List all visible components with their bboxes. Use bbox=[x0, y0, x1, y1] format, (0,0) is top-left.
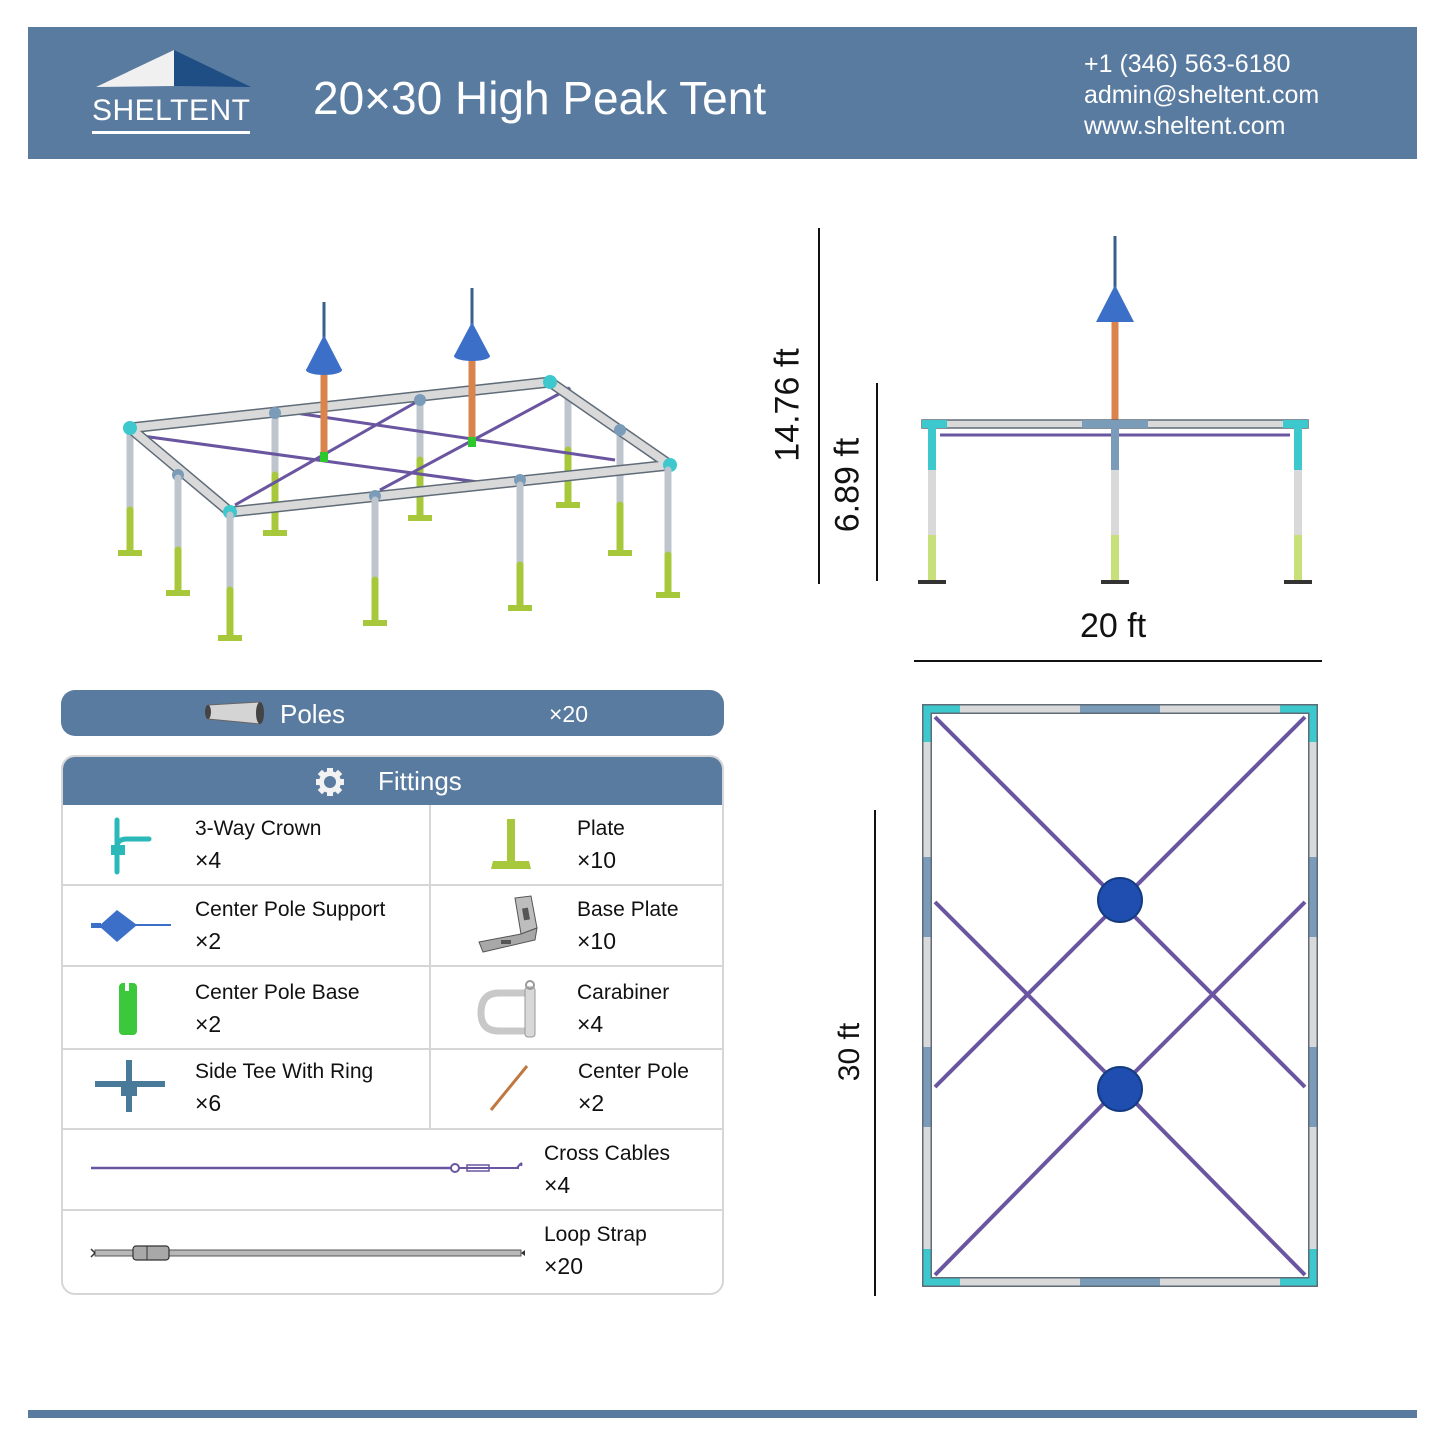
fitting-quantity: ×10 bbox=[577, 847, 617, 873]
center-pole-base-icon bbox=[119, 983, 137, 1035]
total-height-dimension-line bbox=[818, 228, 820, 584]
fitting-quantity: ×2 bbox=[195, 1011, 222, 1037]
tent-logo-icon bbox=[96, 50, 251, 87]
fittings-table: Fittings 3-Way Crown ×4 Plate ×10 Center… bbox=[61, 755, 724, 1295]
website-link[interactable]: www.sheltent.com bbox=[1084, 112, 1286, 140]
fitting-quantity: ×10 bbox=[577, 928, 617, 954]
fittings-label: Fittings bbox=[378, 766, 462, 796]
fitting-quantity: ×20 bbox=[544, 1253, 584, 1279]
center-pole-icon bbox=[489, 1065, 529, 1111]
logo-text: SHELTENT bbox=[92, 94, 251, 127]
length-label: 30 ft bbox=[833, 1022, 866, 1082]
fitting-name: Plate bbox=[577, 817, 625, 840]
width-label: 20 ft bbox=[1080, 607, 1147, 645]
gear-icon bbox=[316, 768, 344, 796]
fitting-quantity: ×2 bbox=[195, 928, 222, 954]
fitting-quantity: ×4 bbox=[544, 1172, 571, 1198]
three-way-crown-icon bbox=[111, 817, 152, 875]
total-height-label: 14.76 ft bbox=[768, 348, 807, 462]
fitting-name: Center Pole bbox=[578, 1060, 689, 1083]
side-height-dimension-line bbox=[876, 383, 878, 581]
fitting-quantity: ×4 bbox=[577, 1011, 604, 1037]
contact-info: +1 (346) 563-6180 admin@sheltent.com www… bbox=[1084, 49, 1319, 142]
fitting-item-center-pole: Center Pole ×2 bbox=[431, 1050, 722, 1130]
poles-summary-bar: Poles ×20 bbox=[61, 690, 724, 736]
side-height-label: 6.89 ft bbox=[828, 437, 867, 533]
side-elevation-diagram bbox=[918, 236, 1312, 584]
fitting-item-center-pole-support: Center Pole Support ×2 bbox=[63, 886, 431, 967]
base-plate-icon bbox=[478, 895, 538, 953]
page-title: 20×30 High Peak Tent bbox=[313, 72, 767, 124]
sheltent-logo: SHELTENT bbox=[92, 49, 252, 139]
plate-icon bbox=[491, 819, 531, 869]
pole-icon bbox=[205, 701, 264, 725]
fitting-item-base-plate: Base Plate ×10 bbox=[431, 886, 722, 967]
fitting-name: Base Plate bbox=[577, 898, 679, 921]
fitting-item-carabiner: Carabiner ×4 bbox=[431, 967, 722, 1050]
center-pole-support-icon bbox=[91, 910, 171, 942]
fitting-item-loop-strap: Loop Strap ×20 bbox=[63, 1211, 722, 1293]
fittings-header: Fittings bbox=[63, 757, 722, 805]
footer-bar bbox=[28, 1410, 1417, 1418]
top-plan-diagram bbox=[922, 704, 1318, 1287]
fitting-name: Loop Strap bbox=[544, 1223, 647, 1246]
width-dimension-line bbox=[914, 660, 1322, 662]
fitting-item-3-way-crown: 3-Way Crown ×4 bbox=[63, 805, 431, 886]
fitting-item-side-tee-with-ring: Side Tee With Ring ×6 bbox=[63, 1050, 431, 1130]
email-link[interactable]: admin@sheltent.com bbox=[1084, 81, 1320, 109]
fitting-name: Side Tee With Ring bbox=[195, 1060, 374, 1083]
poles-quantity: ×20 bbox=[549, 701, 589, 727]
fitting-item-cross-cables: Cross Cables ×4 bbox=[63, 1130, 722, 1211]
fitting-name: Center Pole Support bbox=[195, 898, 386, 921]
fitting-name: 3-Way Crown bbox=[195, 817, 322, 840]
isometric-tent-frame-diagram bbox=[118, 288, 680, 641]
phone-number[interactable]: +1 (346) 563-6180 bbox=[1084, 50, 1291, 78]
header-banner: SHELTENT 20×30 High Peak Tent +1 (346) 5… bbox=[28, 27, 1417, 159]
logo-underline bbox=[92, 131, 250, 134]
fitting-name: Center Pole Base bbox=[195, 981, 360, 1004]
fitting-item-center-pole-base: Center Pole Base ×2 bbox=[63, 967, 431, 1050]
carabiner-icon bbox=[477, 980, 536, 1038]
poles-label: Poles bbox=[280, 699, 346, 729]
length-dimension-line bbox=[874, 810, 876, 1296]
fitting-name: Cross Cables bbox=[544, 1142, 671, 1165]
fitting-quantity: ×4 bbox=[195, 847, 222, 873]
cross-cable-icon bbox=[91, 1162, 523, 1173]
fitting-name: Carabiner bbox=[577, 981, 670, 1004]
loop-strap-icon bbox=[90, 1245, 525, 1261]
fitting-item-plate: Plate ×10 bbox=[431, 805, 722, 886]
fitting-quantity: ×2 bbox=[578, 1090, 605, 1116]
fitting-quantity: ×6 bbox=[195, 1090, 222, 1116]
side-tee-icon bbox=[95, 1060, 165, 1112]
